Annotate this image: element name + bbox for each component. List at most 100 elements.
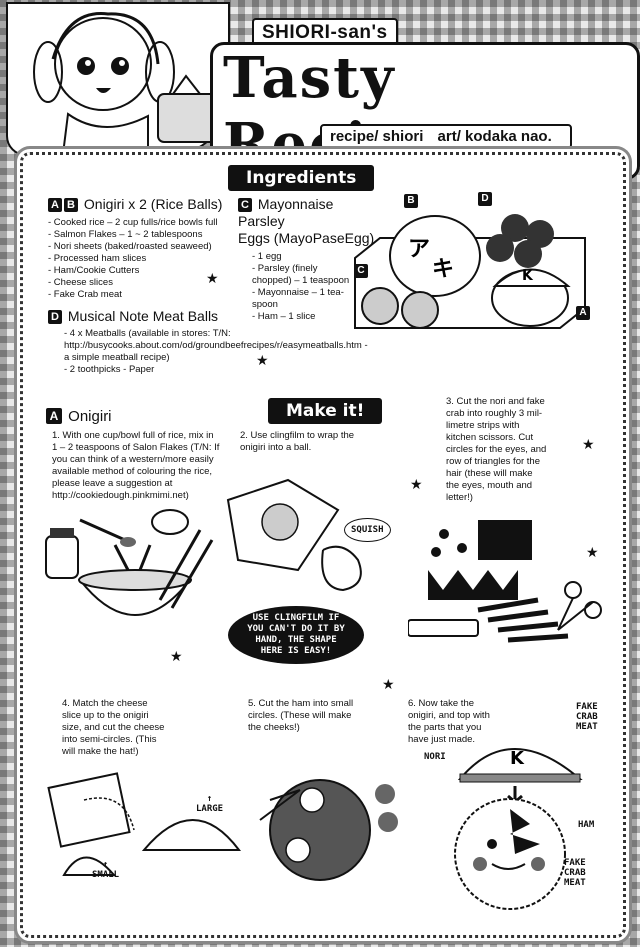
small-text: SMALL: [92, 870, 120, 880]
onigiri-title: Onigiri x 2 (Rice Balls): [83, 196, 223, 212]
step-line: into semi-circles. (This: [62, 734, 157, 745]
fake-crab-meat-label-bottom: FAKE CRAB MEAT: [564, 858, 586, 888]
tip-line: YOU CAN'T DO IT BY: [247, 624, 345, 634]
step-line: 6. Now take the: [408, 698, 475, 709]
rice-ball-letter-ki: キ: [432, 257, 454, 282]
step-line: circles. (These will make: [248, 710, 352, 721]
large-label: ↑ LARGE: [196, 794, 223, 814]
step-line: 1 – 2 teaspoons of Salon Flakes (T/N: If: [52, 442, 220, 453]
star-icon: ★: [586, 544, 599, 560]
step-line: onigiri, and top with: [408, 710, 490, 721]
squish-label: SQUISH: [344, 518, 391, 542]
assembled-onigiri-icon: K: [454, 748, 583, 910]
step-5: 5. Cut the ham into small circles. (Thes…: [248, 698, 398, 734]
step-line: will make the hat!): [62, 746, 139, 757]
list-item: spoon: [252, 299, 278, 310]
label-line: FAKE: [564, 858, 586, 868]
recipe-credit: recipe/ shiori: [330, 128, 424, 145]
list-item: http://busycooks.about.com/od/groundbeef…: [64, 340, 368, 351]
badge-c: C: [238, 198, 252, 212]
label-line: MEAT: [576, 722, 598, 732]
badge-a: A: [46, 408, 62, 424]
bento-callout-a: A: [576, 306, 590, 320]
step-line: available method of colouring the rice,: [52, 466, 213, 477]
step-line: crab into roughly 3 mil-: [446, 408, 543, 419]
badge-b: B: [64, 198, 78, 212]
step-line: hair (these will make: [446, 468, 533, 479]
make-it-banner: Make it!: [268, 398, 383, 424]
meatball-ingredients: D Musical Note Meat Balls - 4 x Meatball…: [48, 308, 378, 376]
cap-letter: K: [510, 748, 525, 769]
step-line: the cheeks!): [248, 722, 300, 733]
step-line: http://cookiedough.pinkmimi.net): [52, 490, 189, 501]
step-line: 1. With one cup/bowl full of rice, mix i…: [52, 430, 214, 441]
step-line: 4. Match the cheese: [62, 698, 148, 709]
arrow-up-icon: ↑: [206, 794, 213, 804]
chef-girl-icon: [33, 12, 217, 155]
bento-callout-c: C: [354, 264, 368, 278]
label-line: FAKE: [576, 702, 598, 712]
list-item: - Mayonnaise – 1 tea-: [252, 287, 344, 298]
step-line: size, and cut the cheese: [62, 722, 165, 733]
list-item: - 2 toothpicks - Paper: [64, 364, 155, 375]
mayo-title-line: Eggs (MayoPaseEgg): [238, 230, 375, 246]
star-icon: ★: [206, 270, 219, 286]
list-item: - Nori sheets (baked/roasted seaweed): [48, 241, 212, 252]
list-item: - Ham/Cookie Cutters: [48, 265, 140, 276]
list-item: - Salmon Flakes – 1 ~ 2 tablespoons: [48, 229, 203, 240]
list-item: - Cooked rice – 2 cup fulls/rice bowls f…: [48, 217, 218, 228]
onigiri-list: - Cooked rice – 2 cup fulls/rice bowls f…: [48, 217, 238, 301]
step-6: 6. Now take the onigiri, and top with th…: [408, 698, 558, 746]
step-line: please leave a suggestion at: [52, 478, 173, 489]
cheese-cutting-icon: [47, 772, 242, 876]
step-line: 5. Cut the ham into small: [248, 698, 354, 709]
step-line: the parts that you: [408, 722, 482, 733]
mayo-heading: C Mayonnaise Parsley Eggs (MayoPaseEgg): [238, 196, 378, 247]
nori-label: NORI: [424, 752, 446, 762]
step-line: you can think of a western/more easily: [52, 454, 214, 465]
bento-box-illustration: ア キ K B D C A: [350, 192, 590, 336]
clingfilm-tip-bubble: USE CLINGFILM IF YOU CAN'T DO IT BY HAND…: [228, 606, 364, 664]
small-label: ↑ SMALL: [92, 860, 119, 880]
list-item: - Processed ham slices: [48, 253, 147, 264]
rice-ball-letter-a: ア: [408, 237, 430, 262]
tip-line: HAND, THE SHAPE: [255, 635, 337, 645]
label-line: CRAB: [564, 868, 586, 878]
nori-crab-cutting-icon: [408, 520, 602, 643]
star-icon: ★: [256, 352, 269, 368]
ham-label: HAM: [578, 820, 595, 830]
step-line: slice up to the onigiri: [62, 710, 149, 721]
bento-callout-d: D: [478, 192, 492, 206]
step-line: letter!): [446, 492, 473, 503]
meatball-title: Musical Note Meat Balls: [67, 308, 219, 324]
step-line: have just made.: [408, 734, 476, 745]
list-item: - Ham – 1 slice: [252, 311, 316, 322]
step-4: 4. Match the cheese slice up to the onig…: [62, 698, 212, 758]
list-item: chopped) – 1 teaspoon: [252, 275, 350, 286]
step-2: 2. Use clingfilm to wrap the onigiri int…: [240, 430, 390, 454]
credits-line: recipe/ shiori art/ kodaka nao.: [320, 124, 572, 149]
step-line: onigiri into a ball.: [240, 442, 312, 453]
list-item: - Fake Crab meat: [48, 289, 122, 300]
section-title: Onigiri: [68, 408, 112, 425]
mayo-title-line: Mayonnaise Parsley: [238, 196, 334, 229]
step-line: kitchen scissors. Cut: [446, 432, 534, 443]
step-line: the eyes, mouth and: [446, 480, 533, 491]
ham-circles-icon: [259, 779, 398, 881]
list-item: a simple meatball recipe): [64, 352, 170, 363]
list-item: - Parsley (finely: [252, 263, 318, 274]
fake-crab-meat-label-top: FAKE CRAB MEAT: [576, 702, 598, 732]
star-icon: ★: [582, 436, 595, 452]
step-3: 3. Cut the nori and fake crab into rough…: [446, 396, 596, 504]
star-icon: ★: [170, 648, 183, 664]
meatball-heading: D Musical Note Meat Balls: [48, 308, 378, 325]
step-line: limetre strips with: [446, 420, 520, 431]
bento-callout-b: B: [404, 194, 418, 208]
step-1: 1. With one cup/bowl full of rice, mix i…: [52, 430, 242, 502]
rice-bowl-mixing-icon: [45, 509, 214, 616]
mayo-egg-ingredients: C Mayonnaise Parsley Eggs (MayoPaseEgg) …: [238, 196, 378, 323]
step-line: circles for the eyes, and: [446, 444, 547, 455]
badge-a: A: [48, 198, 62, 212]
list-item: - Cheese slices: [48, 277, 113, 288]
